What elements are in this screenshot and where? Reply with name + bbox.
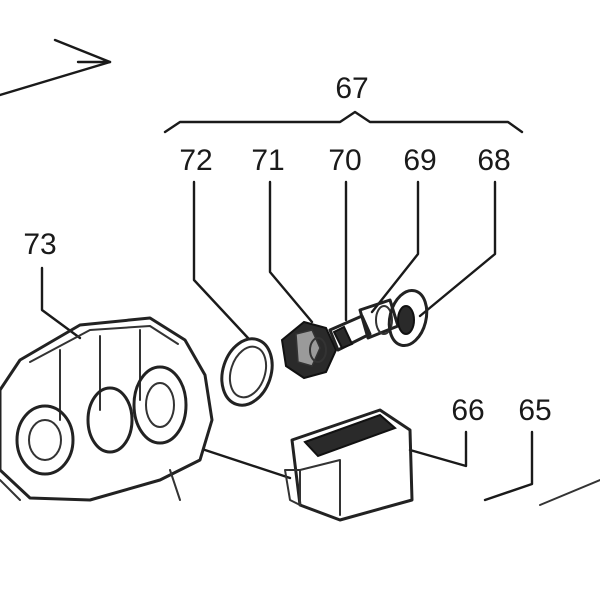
leader-66 <box>408 430 468 468</box>
part-73-housing <box>0 316 214 502</box>
callout-69: 69 <box>403 144 436 177</box>
callout-72: 72 <box>179 144 212 177</box>
callout-73: 73 <box>23 228 56 261</box>
callout-71: 71 <box>251 144 284 177</box>
part-66-cover <box>284 408 414 522</box>
leader-73 <box>40 266 82 340</box>
group-bracket-67 <box>163 110 524 134</box>
leader-72 <box>192 180 250 340</box>
leader-71 <box>268 180 314 324</box>
leader-69 <box>370 180 420 314</box>
top-left-leader-arrow <box>0 38 112 97</box>
callout-65: 65 <box>518 394 551 427</box>
leader-68 <box>418 180 497 318</box>
part-72-o-ring <box>220 337 274 407</box>
part-70-shaft <box>328 314 372 352</box>
callout-70: 70 <box>328 144 361 177</box>
part-65-edge <box>539 479 600 506</box>
part-68-seal <box>387 288 429 348</box>
callout-66: 66 <box>451 394 484 427</box>
alignment-line <box>203 448 292 480</box>
leader-65 <box>483 430 534 502</box>
callout-67: 67 <box>335 72 368 105</box>
callout-68: 68 <box>477 144 510 177</box>
part-71-nut <box>280 320 338 380</box>
